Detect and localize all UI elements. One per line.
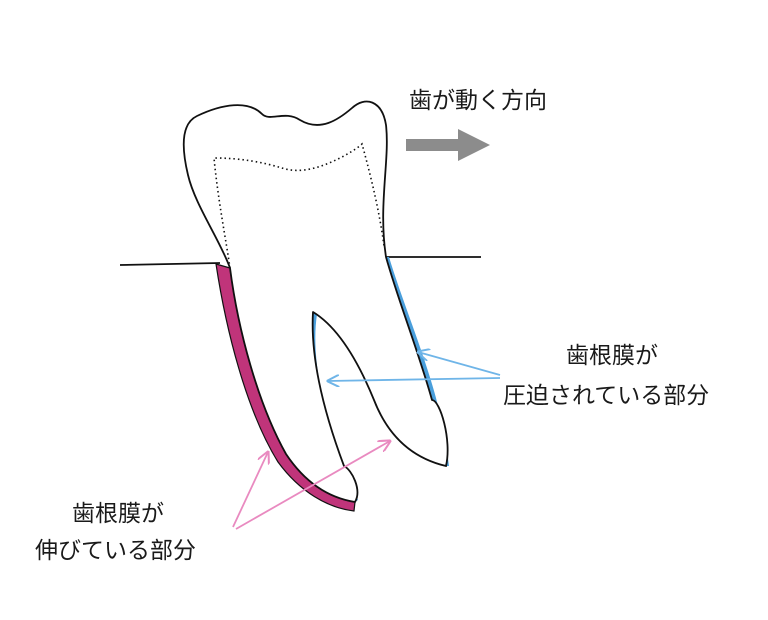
direction-arrow [406, 129, 490, 161]
compressed-pointer-right-root [418, 352, 501, 376]
stretched-label-line1: 歯根膜が [72, 501, 164, 527]
stretched-pointer-inner-root [235, 441, 390, 530]
compressed-label-line1: 歯根膜が [566, 343, 658, 369]
stretched-label-line2: 伸びている部分 [35, 538, 196, 564]
direction-label: 歯が動く方向 [409, 88, 547, 114]
gum-line-left [119, 262, 221, 266]
stretched-pointer-left-root [232, 452, 268, 528]
compressed-label-line2: 圧迫されている部分 [503, 383, 709, 409]
tooth-outline [182, 100, 449, 503]
compressed-pointer-inner-root [328, 378, 501, 381]
